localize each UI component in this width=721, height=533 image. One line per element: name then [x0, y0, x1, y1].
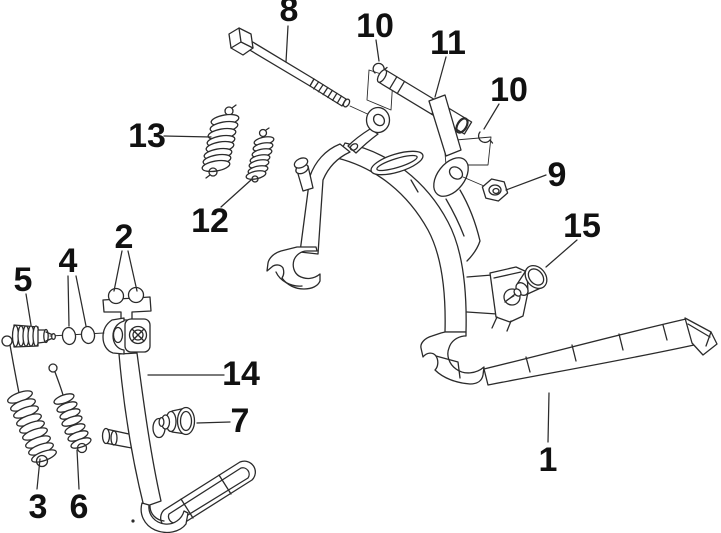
- side-stand-14-drawing: [101, 352, 256, 533]
- bolt-8-drawing: [228, 27, 375, 118]
- part-label-7: 7: [231, 402, 250, 440]
- part-label-15: 15: [563, 207, 601, 245]
- nut-9-drawing: [481, 178, 509, 202]
- leader-line-15: [545, 239, 578, 268]
- stand-bracket-2-drawing: [102, 286, 152, 355]
- leader-line-5: [25, 293, 32, 326]
- buffer-15-drawing: [506, 264, 548, 301]
- part-label-6: 6: [70, 488, 89, 526]
- part-label-14: 14: [222, 355, 260, 393]
- part-label-12: 12: [191, 202, 229, 240]
- spring-6-drawing: [48, 363, 92, 454]
- spring-13-drawing: [201, 104, 240, 179]
- part-label-8: 8: [280, 0, 299, 29]
- part-label-1: 1: [539, 441, 558, 479]
- leader-line-11: [434, 56, 447, 98]
- leader-lines: [25, 25, 578, 490]
- print-dot-artifact: [131, 519, 135, 523]
- spring-12-drawing: [245, 127, 275, 183]
- leader-line-2b: [127, 250, 138, 292]
- leader-line-6: [76, 449, 80, 490]
- leader-line-10b: [483, 103, 500, 130]
- center-stand-1-drawing: [266, 94, 718, 386]
- pin-11-drawing: [376, 69, 473, 135]
- part-label-10a: 10: [356, 7, 394, 45]
- leader-line-10a: [375, 39, 380, 62]
- part-label-10b: 10: [490, 71, 528, 109]
- part-callouts: 8 10 11 10 9 15 13 12 2 4 5 14 7 3 6 1: [14, 0, 601, 526]
- leader-line-4b: [75, 275, 87, 327]
- leader-line-7: [196, 421, 231, 424]
- leader-line-4a: [67, 275, 70, 327]
- part-label-13: 13: [128, 117, 166, 155]
- leader-line-8: [285, 25, 289, 63]
- leader-line-12: [220, 179, 252, 208]
- leader-line-9: [505, 174, 547, 191]
- panel-outline-right: [443, 136, 492, 166]
- washers-4-drawing: [61, 325, 96, 346]
- switch-5-drawing: [11, 324, 105, 348]
- spring-3-drawing: [1, 335, 57, 468]
- leader-line-1: [547, 392, 550, 443]
- part-label-5: 5: [14, 261, 33, 299]
- part-label-3: 3: [29, 488, 48, 526]
- leader-line-3: [36, 458, 41, 490]
- leader-line-13: [163, 135, 212, 138]
- leader-line-2a: [113, 250, 123, 292]
- part-label-4: 4: [59, 242, 78, 280]
- part-label-11: 11: [430, 24, 466, 62]
- part-label-2: 2: [115, 218, 134, 256]
- part-label-9: 9: [548, 156, 567, 194]
- circlip-10b-drawing: [477, 131, 494, 144]
- buffer-7-drawing: [158, 406, 196, 436]
- buffer-bracket-drawing: [466, 266, 529, 332]
